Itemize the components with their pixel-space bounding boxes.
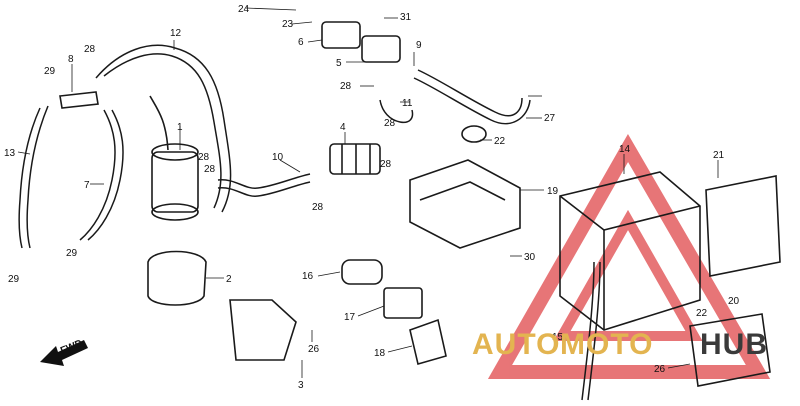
callout-label: 26	[654, 364, 666, 375]
callout-label: 23	[282, 19, 294, 30]
callout-label: 28	[380, 159, 392, 170]
callout-label: 28	[312, 202, 324, 213]
callout-label: 3	[298, 380, 304, 391]
callout-label: 13	[4, 148, 16, 159]
callout-label: 24	[238, 4, 250, 15]
callout-label: 4	[340, 122, 346, 133]
watermark-auto: AUTO	[472, 328, 560, 361]
fwd-indicator: FWD	[40, 338, 88, 366]
callout-label: 15	[552, 332, 564, 343]
fwd-arrow-icon	[40, 340, 88, 366]
callout-label: 29	[8, 274, 20, 285]
callout-label: 7	[84, 180, 90, 191]
callout-labels: 24 23 31 6 12 5 9 8 28 29 28 11 1 28 27 …	[4, 4, 740, 391]
hoses	[18, 44, 601, 401]
callout-label: 28	[340, 81, 352, 92]
callout-label: 5	[336, 58, 342, 69]
callout-label: 22	[696, 308, 708, 319]
watermark-moto: MOTO	[560, 328, 653, 361]
callout-label: 20	[728, 296, 740, 307]
callout-label: 26	[308, 344, 320, 355]
watermark-wordmark: AUTO MOTO HUB	[472, 328, 768, 361]
callout-label: 28	[84, 44, 96, 55]
callout-label: 11	[402, 98, 413, 109]
callout-label: 28	[198, 152, 210, 163]
callout-label: 28	[204, 164, 216, 175]
callout-label: 2	[226, 274, 232, 285]
callout-label: 14	[619, 144, 631, 155]
watermark-hub: HUB	[700, 328, 768, 361]
parts	[59, 21, 781, 387]
callout-label: 9	[416, 40, 422, 51]
callout-label: 28	[384, 118, 396, 129]
callout-label: 27	[544, 113, 556, 124]
callout-label: 29	[44, 66, 56, 77]
callout-label: 30	[524, 252, 536, 263]
callout-label: 12	[170, 28, 182, 39]
callout-label: 18	[374, 348, 386, 359]
callout-label: 31	[400, 12, 412, 23]
callout-label: 1	[177, 122, 183, 133]
callout-label: 19	[547, 186, 559, 197]
callout-label: 22	[494, 136, 506, 147]
callout-label: 21	[713, 150, 725, 161]
callout-label: 6	[298, 37, 304, 48]
watermark-logo	[487, 133, 771, 379]
leader-lines	[17, 7, 719, 378]
callout-label: 10	[272, 152, 284, 163]
callout-label: 16	[302, 271, 314, 282]
callout-label: 29	[66, 248, 78, 259]
callout-label: 17	[344, 312, 356, 323]
callout-label: 8	[68, 54, 74, 65]
